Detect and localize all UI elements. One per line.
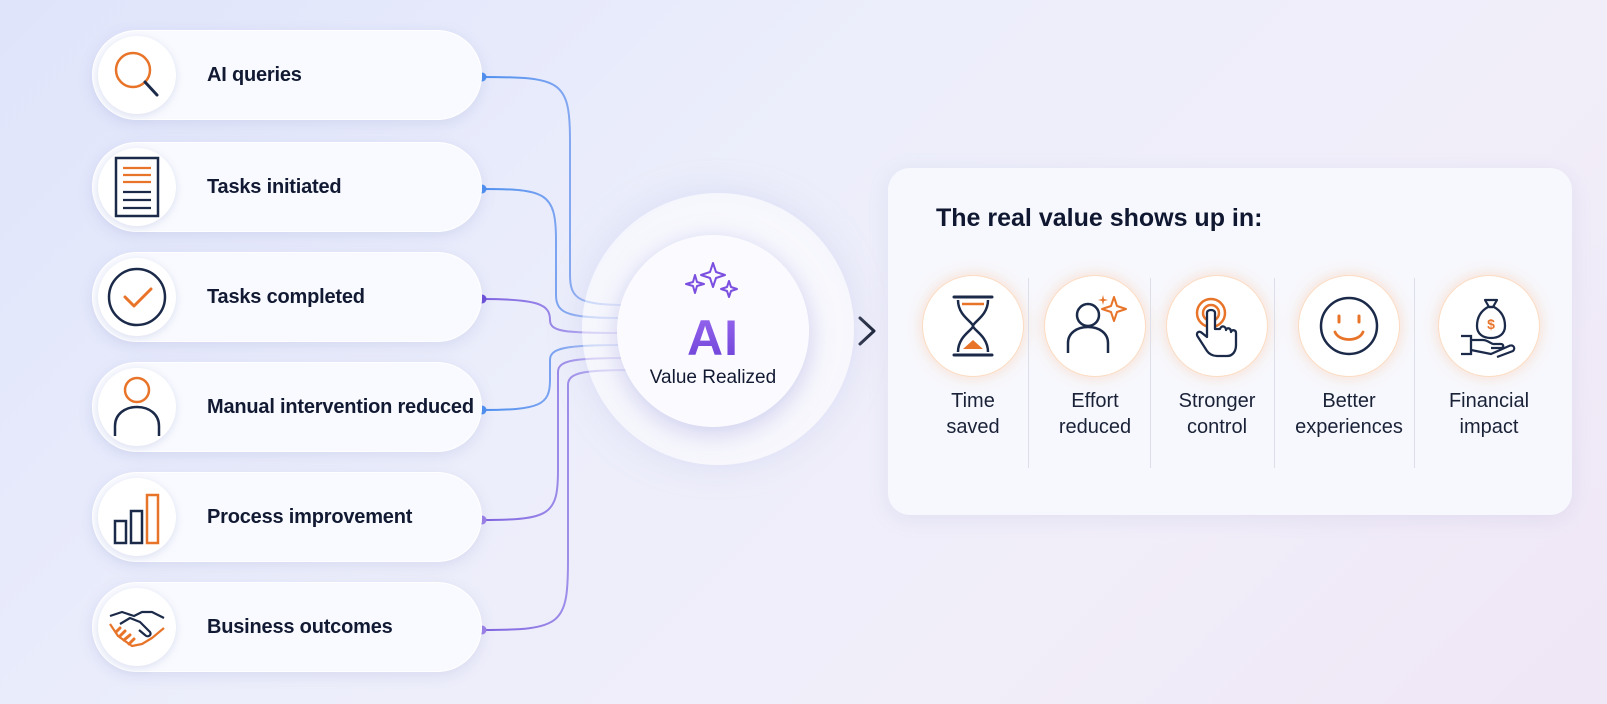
result-line1: Effort bbox=[1071, 390, 1119, 412]
hourglass-icon bbox=[923, 276, 1023, 376]
smiley-icon bbox=[1299, 276, 1399, 376]
handshake-icon bbox=[98, 588, 176, 666]
magnifier-icon bbox=[98, 36, 176, 114]
results-title: The real value shows up in: bbox=[936, 204, 1263, 232]
metric-card-manual-intervention: Manual intervention reduced bbox=[92, 362, 482, 452]
result-stronger-control: Stronger control bbox=[1152, 276, 1282, 440]
result-line1: Stronger bbox=[1178, 390, 1256, 412]
metric-label: Manual intervention reduced bbox=[207, 396, 474, 418]
person-icon bbox=[98, 368, 176, 446]
svg-text:$: $ bbox=[1487, 316, 1495, 332]
metric-card-process-improvement: Process improvement bbox=[92, 472, 482, 562]
result-line2: experiences bbox=[1295, 416, 1403, 438]
document-icon bbox=[98, 148, 176, 226]
wire-tasks-completed bbox=[481, 298, 625, 334]
metric-label: Tasks completed bbox=[207, 286, 365, 308]
result-line2: control bbox=[1186, 416, 1248, 438]
divider bbox=[1028, 278, 1029, 468]
metric-label: AI queries bbox=[207, 64, 302, 86]
divider bbox=[1274, 278, 1275, 468]
metric-label: Business outcomes bbox=[207, 616, 393, 638]
hub-subtitle: Value Realized bbox=[649, 367, 777, 388]
money-bag-hand-icon: $ bbox=[1439, 276, 1539, 376]
metric-card-tasks-initiated: Tasks initiated bbox=[92, 142, 482, 232]
arrow-head-icon bbox=[858, 316, 876, 346]
results-panel: The real value shows up in: Time saved E… bbox=[888, 168, 1572, 515]
result-effort-reduced: Effort reduced bbox=[1030, 276, 1160, 440]
ai-hub: AI Value Realized bbox=[617, 235, 809, 427]
result-time-saved: Time saved bbox=[908, 276, 1038, 440]
wire-manual-intervention bbox=[481, 344, 625, 411]
metric-card-ai-queries: AI queries bbox=[92, 30, 482, 120]
result-line1: Financial bbox=[1448, 390, 1530, 412]
result-line2: saved bbox=[946, 416, 1000, 438]
person-sparkle-icon bbox=[1045, 276, 1145, 376]
result-financial-impact: $ Financial impact bbox=[1424, 276, 1554, 440]
metric-card-tasks-completed: Tasks completed bbox=[92, 252, 482, 342]
check-circle-icon bbox=[98, 258, 176, 336]
sparkles-icon bbox=[685, 261, 741, 306]
result-line2: reduced bbox=[1058, 416, 1132, 438]
result-line2: impact bbox=[1459, 416, 1519, 438]
hub-title: AI bbox=[617, 309, 809, 367]
metric-label: Process improvement bbox=[207, 506, 413, 528]
result-line1: Better bbox=[1322, 390, 1376, 412]
bar-chart-icon bbox=[98, 478, 176, 556]
metric-label: Tasks initiated bbox=[207, 176, 342, 198]
metric-card-business-outcomes: Business outcomes bbox=[92, 582, 482, 672]
divider bbox=[1414, 278, 1415, 468]
result-line1: Time bbox=[951, 390, 995, 412]
touch-icon bbox=[1167, 276, 1267, 376]
result-better-experiences: Better experiences bbox=[1284, 276, 1414, 440]
divider bbox=[1150, 278, 1151, 468]
